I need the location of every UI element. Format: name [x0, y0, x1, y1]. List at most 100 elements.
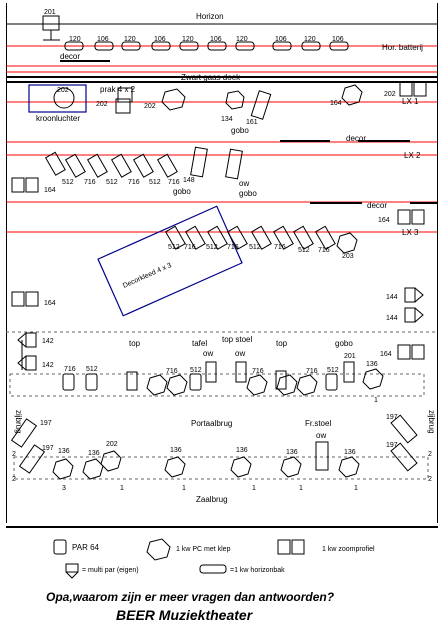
legend-horizonbak: =1 kw horizonbak [230, 567, 285, 574]
svg-text:1: 1 [120, 485, 124, 492]
svg-text:1: 1 [182, 485, 186, 492]
svg-text:2: 2 [12, 451, 16, 458]
svg-text:164: 164 [378, 217, 390, 224]
legend-horizonbak-icon [199, 564, 227, 574]
label-top-1: top [129, 339, 141, 348]
label-kroonluchter: kroonluchter [36, 114, 80, 123]
side-multipars-numbers: 144 144 164 142 142 [42, 294, 398, 369]
fixtures-bridge-2-numbers: 136 136 202 136 136 136 136 3 1 1 1 1 1 [58, 441, 358, 492]
label-gobo-4: gobo [335, 339, 353, 348]
svg-text:512: 512 [86, 366, 98, 373]
svg-text:201: 201 [344, 353, 356, 360]
svg-text:106: 106 [210, 36, 222, 43]
svg-text:136: 136 [286, 449, 298, 456]
svg-text:202: 202 [57, 87, 69, 94]
kroonluchter-icon: 202 [28, 84, 87, 113]
svg-text:136: 136 [58, 448, 70, 455]
horizon-lamps [64, 41, 349, 51]
svg-text:716: 716 [168, 179, 180, 186]
svg-text:106: 106 [154, 36, 166, 43]
label-gobo-3: gobo [239, 189, 257, 198]
label-horizon: Horizon [196, 12, 224, 21]
svg-text:2: 2 [428, 451, 432, 458]
footer-theater: BEER Muziektheater [116, 607, 254, 623]
legend: PAR 64 1 kw PC met klep 1 kw zoomprofiel… [53, 538, 375, 579]
label-zaalbrug: Zaalbrug [196, 495, 228, 504]
label-gobo-1: gobo [231, 126, 249, 135]
fixtures-lx1 [115, 81, 427, 120]
svg-text:142: 142 [42, 362, 54, 369]
svg-text:716: 716 [274, 244, 286, 251]
legend-zoom-icon [277, 539, 305, 555]
label-portaalbrug: Portaalbrug [191, 419, 232, 428]
svg-text:120: 120 [124, 36, 136, 43]
svg-text:716: 716 [166, 368, 178, 375]
svg-text:164: 164 [44, 187, 56, 194]
legend-multipar-icon [65, 563, 79, 579]
fixtures-lx3 [11, 209, 425, 307]
svg-text:197: 197 [386, 442, 398, 449]
svg-text:142: 142 [42, 338, 54, 345]
svg-text:1: 1 [299, 485, 303, 492]
svg-text:197: 197 [42, 445, 54, 452]
label-lx3: LX 3 [402, 228, 419, 237]
svg-text:164: 164 [380, 351, 392, 358]
label-tafel: tafel [192, 339, 207, 348]
fixtures-lx3-numbers: 512 716 512 716 512 716 512 716 203 164 … [44, 217, 390, 307]
label-zijbrug-left: zijbrug [14, 410, 23, 434]
label-decor-3: decor [367, 201, 387, 210]
svg-text:716: 716 [184, 244, 196, 251]
svg-text:120: 120 [182, 36, 194, 43]
svg-text:164: 164 [44, 300, 56, 307]
svg-text:148: 148 [183, 177, 195, 184]
label-lx1: LX 1 [402, 97, 419, 106]
svg-text:716: 716 [128, 179, 140, 186]
label-zwart-gaas: Zwart gaas doek [181, 73, 241, 82]
svg-text:144: 144 [386, 294, 398, 301]
svg-text:202: 202 [96, 101, 108, 108]
label-zijbrug-right: zijbrug [427, 410, 436, 434]
label-top-stoel: top stoel [222, 335, 252, 344]
fixtures-zijbrug [10, 414, 418, 474]
fixtures-lx2-numbers: 512 716 512 716 512 716 148 164 [44, 177, 195, 194]
fixture-201-top: 201 [42, 9, 60, 41]
svg-text:120: 120 [304, 36, 316, 43]
svg-text:161: 161 [246, 119, 258, 126]
svg-text:136: 136 [344, 449, 356, 456]
svg-text:197: 197 [40, 420, 52, 427]
label-gobo-2: gobo [173, 187, 191, 196]
label-top-2: top [276, 339, 288, 348]
svg-text:512: 512 [106, 179, 118, 186]
svg-text:202: 202 [106, 441, 118, 448]
svg-text:203: 203 [342, 253, 354, 260]
svg-text:716: 716 [306, 368, 318, 375]
svg-text:202: 202 [384, 91, 396, 98]
svg-text:512: 512 [206, 244, 218, 251]
svg-text:164: 164 [330, 100, 342, 107]
label-decor-2: decor [346, 134, 366, 143]
label-ow-1: ow [239, 179, 249, 188]
legend-multipar: = multi par (eigen) [82, 567, 139, 574]
svg-text:197: 197 [386, 414, 398, 421]
svg-text:136: 136 [236, 447, 248, 454]
svg-text:716: 716 [84, 179, 96, 186]
svg-text:716: 716 [318, 247, 330, 254]
fixtures-bridge-1 [62, 361, 384, 396]
svg-text:512: 512 [298, 247, 310, 254]
svg-text:716: 716 [227, 244, 239, 251]
structure-lines [6, 23, 438, 528]
svg-text:120: 120 [236, 36, 248, 43]
svg-text:144: 144 [386, 315, 398, 322]
legend-zoom: 1 kw zoomprofiel [322, 546, 375, 553]
svg-text:106: 106 [275, 36, 287, 43]
svg-text:Decorkleed 4 x 3: Decorkleed 4 x 3 [122, 262, 173, 290]
svg-text:1: 1 [374, 397, 378, 404]
label-ow-4: ow [316, 431, 326, 440]
svg-text:106: 106 [97, 36, 109, 43]
fixtures-bridge-1-numbers: 716 512 716 512 716 716 512 201 136 1 [64, 353, 378, 404]
bridges [6, 331, 437, 480]
decorkleed: Decorkleed 4 x 3 [97, 205, 243, 317]
svg-text:136: 136 [170, 447, 182, 454]
svg-text:512: 512 [149, 179, 161, 186]
